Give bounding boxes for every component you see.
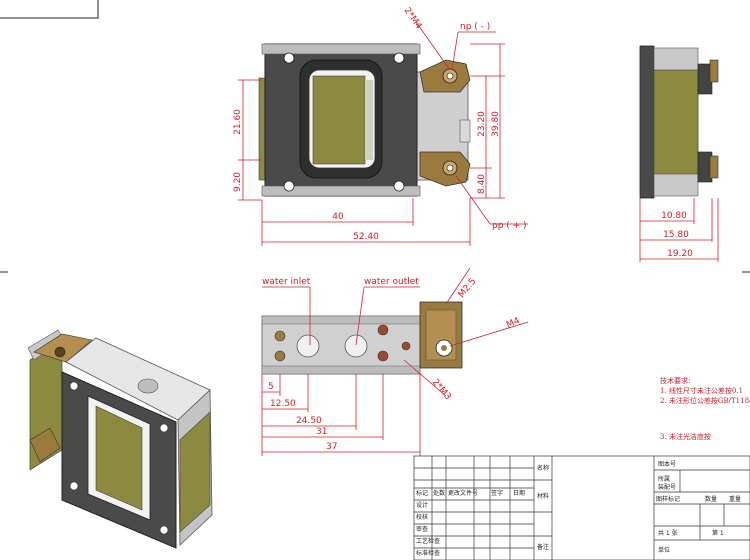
dim-37: 37 (326, 442, 337, 452)
tb-tuyang-biaoji: 图样标记 (656, 495, 680, 503)
tb-suoshu: 所属 (658, 475, 670, 483)
tb-gengai: 更改文件号 (448, 489, 478, 497)
dim-12-50: 12.50 (270, 399, 296, 409)
dim-39-80: 39.80 (491, 111, 501, 137)
bottom-view (261, 301, 463, 375)
dim-5: 5 (268, 382, 274, 392)
dim-52-40: 52.40 (353, 232, 379, 242)
tb-gongyi: 工艺检查 (416, 537, 440, 545)
callout-2m4: 2*M4 (402, 6, 424, 31)
dim-15-80: 15.80 (663, 230, 689, 240)
callout-pp-plus: pp ( + ) (492, 221, 527, 231)
tb-gong: 共 1 张 (658, 529, 678, 537)
tb-jiaodui: 校核 (416, 513, 428, 521)
notes-line-2: 2. 未注形位公差按GB/T1184-k (660, 396, 750, 405)
tb-zhongliang: 重量 (729, 495, 741, 503)
isometric-view (27, 329, 213, 549)
dim-9-20: 9.20 (233, 172, 243, 192)
dim-21-60: 21.60 (233, 109, 243, 135)
front-view (258, 43, 471, 197)
dim-19-20: 19.20 (667, 249, 693, 259)
tb-beizhu: 备注 (537, 543, 549, 551)
tb-zhuangpeihao: 装配号 (658, 483, 676, 491)
dim-10-80: 10.80 (661, 211, 687, 221)
side-view (639, 45, 719, 199)
tb-danwei: 单位 (658, 546, 670, 554)
side-view-dimensions: 10.80 15.80 19.20 (639, 198, 719, 262)
callout-np-minus: np ( - ) (460, 22, 490, 32)
dim-8-40: 8.40 (477, 174, 487, 194)
label-water-inlet: water inlet (262, 277, 311, 287)
tb-di: 第 1 (712, 529, 724, 537)
dim-24-50: 24.50 (296, 416, 322, 426)
tb-shuliang: 数量 (705, 495, 717, 503)
callout-m2-5: M2.5 (457, 277, 479, 300)
notes-line-3: 3. 未注光洁度按 (660, 432, 711, 441)
technical-notes: 技术要求: 1. 线性尺寸未注公差按0.1 2. 未注形位公差按GB/T1184… (660, 376, 750, 441)
tb-tuhao: 图本号 (658, 460, 676, 468)
tb-mingcheng: 名称 (537, 464, 549, 472)
tb-chushu: 处数 (433, 489, 445, 497)
sheet-corner-frame (0, 0, 99, 19)
notes-heading: 技术要求: (660, 376, 690, 385)
front-view-dimensions: 21.60 9.20 23.20 39.80 8.40 40 52.40 2*M… (233, 6, 528, 246)
tb-biaozhun: 标准检查 (416, 549, 440, 557)
dim-23-20: 23.20 (477, 111, 487, 137)
label-water-outlet: water outlet (364, 277, 419, 287)
tb-riqi: 日期 (513, 489, 525, 497)
tb-shenhe: 审查 (416, 525, 428, 533)
dim-31: 31 (316, 427, 327, 437)
title-block: 名称 材料 备注 标记 处数 更改文件号 签字 日期 设计 校核 审查 工艺检查… (413, 455, 750, 560)
tb-qianzi: 签字 (491, 489, 503, 497)
notes-line-1: 1. 线性尺寸未注公差按0.1 (660, 386, 743, 395)
tb-biaoji: 标记 (416, 489, 428, 497)
tb-cailiao: 材料 (537, 492, 549, 500)
dim-40: 40 (332, 212, 344, 222)
callout-2m3: 2*M3 (430, 378, 453, 403)
tb-sheji: 设计 (416, 501, 428, 509)
